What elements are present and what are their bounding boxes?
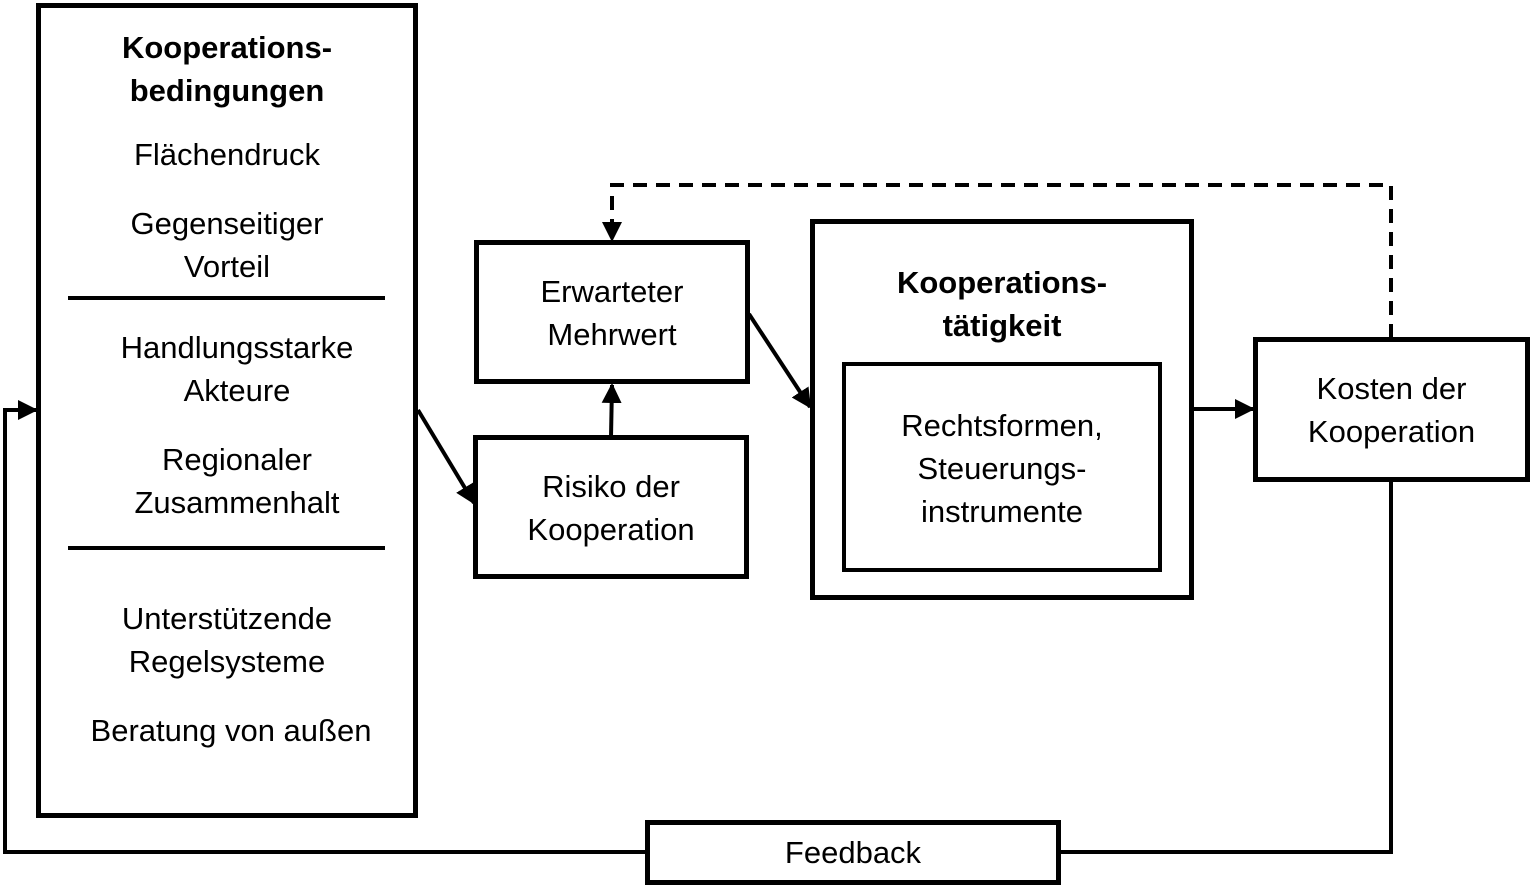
conditions-item-flaechendruck: Flächendruck — [133, 137, 321, 172]
arrow-conditions-to-risk — [416, 408, 476, 505]
conditions-divider-1 — [68, 296, 385, 300]
costs-box — [1253, 337, 1530, 482]
dashed-arrow-costs-to-expected-value — [602, 183, 1393, 338]
arrow-expected-value-to-activity — [747, 312, 812, 409]
conditions-item-handlungsstarke-akteure: Handlungsstarke Akteure — [120, 330, 354, 408]
arrow-risk-to-expected-value — [601, 383, 622, 438]
conditions-divider-2 — [68, 546, 385, 550]
activity-inner-box — [842, 362, 1162, 572]
activity-inner-label: Rechtsformen, Steuerungs- instrumente — [901, 408, 1103, 529]
activity-title: Kooperations- tätigkeit — [896, 265, 1108, 343]
conditions-item-unterstuetzende-regelsysteme: Unterstützende Regelsysteme — [121, 601, 333, 679]
risk-box — [473, 435, 749, 579]
conditions-title: Kooperations- bedingungen — [121, 30, 333, 108]
conditions-box — [36, 3, 418, 818]
conditions-item-beratung-von-aussen: Beratung von außen — [90, 713, 372, 748]
arrow-feedback-to-conditions — [3, 400, 646, 854]
conditions-item-regionaler-zusammenhalt: Regionaler Zusammenhalt — [134, 442, 340, 520]
expected-value-label: Erwarteter Mehrwert — [540, 274, 684, 352]
conditions-item-gegenseitiger-vorteil: Gegenseitiger Vorteil — [130, 206, 324, 284]
feedback-label: Feedback — [784, 835, 922, 870]
costs-label: Kosten der Kooperation — [1307, 371, 1476, 449]
feedback-box — [645, 820, 1061, 885]
expected-value-box — [474, 240, 750, 384]
line-costs-to-feedback — [1060, 480, 1393, 854]
risk-label: Risiko der Kooperation — [527, 469, 695, 547]
